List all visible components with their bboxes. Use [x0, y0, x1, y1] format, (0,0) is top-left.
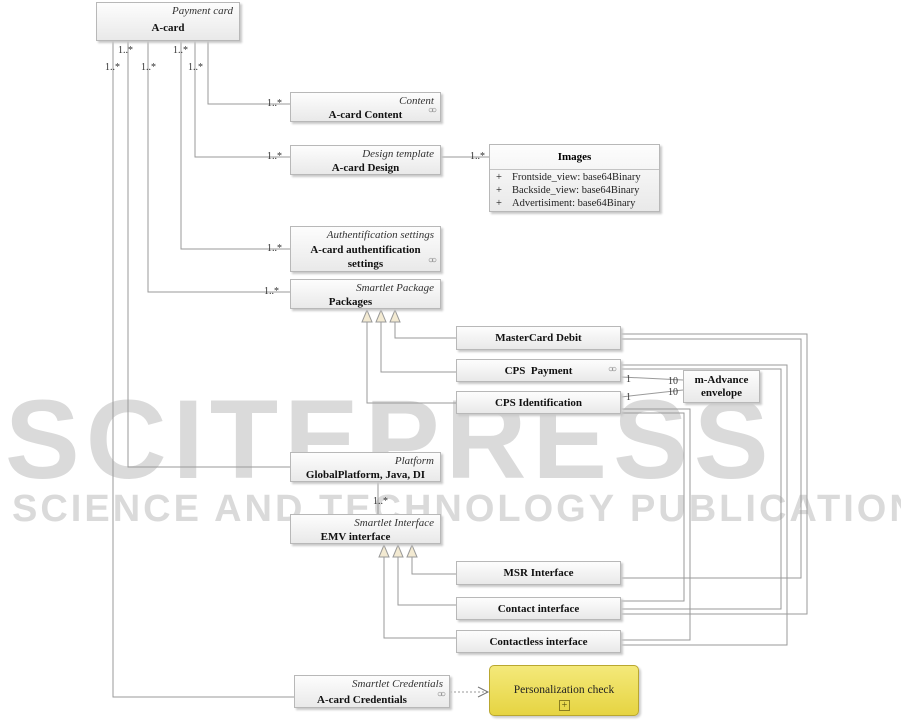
multiplicity: 10	[668, 387, 678, 398]
class-name-line1: m-Advance	[694, 373, 749, 386]
expand-plus-icon[interactable]: +	[559, 700, 570, 711]
multiplicity: 1..*	[373, 496, 388, 507]
class-name: GlobalPlatform, Java, DI	[305, 469, 426, 481]
stereotype: Content	[399, 95, 434, 107]
assoc-acard-design	[194, 41, 290, 158]
gen-cps-payment	[380, 322, 456, 373]
generalization-arrow	[406, 543, 418, 558]
attribute-frontside-view: +Frontside_view: base64Binary	[496, 172, 641, 183]
class-contact-interface[interactable]: Contact interface	[456, 597, 621, 620]
class-name: MSR Interface	[503, 567, 574, 579]
gen-contact	[397, 557, 456, 606]
class-name: A-card Credentials	[317, 694, 407, 706]
gen-contactless	[383, 557, 456, 639]
class-name-line2: envelope	[701, 386, 742, 399]
multiplicity: 1..*	[267, 151, 282, 162]
multiplicity: 1..*	[173, 45, 188, 56]
multiplicity: 1	[626, 392, 631, 403]
class-name: MasterCard Debit	[495, 332, 582, 344]
class-name-line2: settings	[347, 258, 384, 270]
class-packages[interactable]: Smartlet Package Packages	[290, 279, 441, 309]
assoc-acard-packages	[147, 41, 290, 293]
generalization-arrow	[378, 543, 390, 558]
class-name-line1: A-card authentification	[310, 244, 421, 256]
multiplicity: 1..*	[264, 286, 279, 297]
class-contactless-interface[interactable]: Contactless interface	[456, 630, 621, 653]
multiplicity: 1..*	[105, 62, 120, 73]
gen-msr	[411, 557, 456, 575]
class-cps-identification[interactable]: CPS Identification	[456, 391, 621, 414]
stereotype: Smartlet Credentials	[352, 678, 443, 690]
class-cps-payment[interactable]: CPS Payment ○○	[456, 359, 621, 382]
glasses-icon: ○○	[427, 105, 437, 116]
class-name: Contactless interface	[489, 635, 588, 648]
class-a-card[interactable]: Payment card A-card	[96, 2, 240, 41]
stereotype: Design template	[362, 148, 434, 160]
multiplicity: 1..*	[470, 151, 485, 162]
class-a-card-credentials[interactable]: Smartlet Credentials A-card Credentials …	[294, 675, 450, 708]
activity-name: Personalization check	[513, 684, 615, 696]
glasses-icon: ○○	[427, 255, 437, 266]
class-name: A-card Design	[331, 162, 400, 174]
class-images[interactable]: Images +Frontside_view: base64Binary +Ba…	[489, 144, 660, 212]
class-a-card-authentification-settings[interactable]: Authentification settings A-card authent…	[290, 226, 441, 272]
class-a-card-content[interactable]: Content A-card Content ○○	[290, 92, 441, 122]
stereotype: Payment card	[172, 5, 233, 17]
stereotype: Platform	[394, 455, 434, 467]
generalization-arrow	[361, 308, 373, 323]
generalization-arrow	[392, 543, 404, 558]
class-name: A-card	[151, 22, 185, 34]
attribute-advertisiment: +Advertisiment: base64Binary	[496, 198, 636, 209]
activity-personalization-check[interactable]: Personalization check +	[489, 665, 639, 716]
multiplicity: 10	[668, 376, 678, 387]
multiplicity: 1	[626, 374, 631, 385]
assoc-acard-content	[207, 41, 290, 105]
class-mastercard-debit[interactable]: MasterCard Debit	[456, 326, 621, 350]
multiplicity: 1..*	[267, 98, 282, 109]
assoc-acard-auth	[180, 41, 290, 250]
gen-mastercard	[394, 322, 456, 339]
class-name: Images	[557, 151, 592, 163]
assoc-cps-ident-envelope	[620, 389, 684, 398]
attribute-backside-view: +Backside_view: base64Binary	[496, 185, 640, 196]
assoc-acard-credentials	[112, 41, 294, 698]
class-a-card-design[interactable]: Design template A-card Design	[290, 145, 441, 175]
stereotype: Smartlet Interface	[354, 517, 434, 529]
class-name: Contact interface	[497, 602, 580, 615]
stereotype: Smartlet Package	[356, 282, 434, 294]
class-name: EMV interface	[320, 531, 391, 543]
glasses-icon: ○○	[436, 689, 446, 700]
watermark-subtitle: SCIENCE AND TECHNOLOGY PUBLICATIONS	[12, 488, 901, 530]
gen-cps-ident	[366, 322, 456, 404]
multiplicity: 1..*	[141, 62, 156, 73]
multiplicity: 1..*	[188, 62, 203, 73]
stereotype: Authentification settings	[326, 229, 434, 241]
generalization-arrow	[389, 308, 401, 323]
glasses-icon: ○○	[607, 364, 617, 375]
class-name: CPS Payment	[504, 364, 573, 377]
class-platform[interactable]: Platform GlobalPlatform, Java, DI	[290, 452, 441, 482]
class-msr-interface[interactable]: MSR Interface	[456, 561, 621, 585]
generalization-arrow	[375, 308, 387, 323]
class-name: Packages	[328, 296, 373, 308]
class-m-advance-envelope[interactable]: m-Advance envelope	[683, 370, 760, 403]
class-emv-interface[interactable]: Smartlet Interface EMV interface	[290, 514, 441, 544]
assoc-cps-payment-envelope	[620, 376, 684, 381]
multiplicity: 1..*	[118, 45, 133, 56]
assoc-acard-platform	[127, 41, 290, 468]
multiplicity: 1..*	[267, 243, 282, 254]
class-name: CPS Identification	[494, 396, 583, 409]
class-name: A-card Content	[328, 109, 403, 121]
